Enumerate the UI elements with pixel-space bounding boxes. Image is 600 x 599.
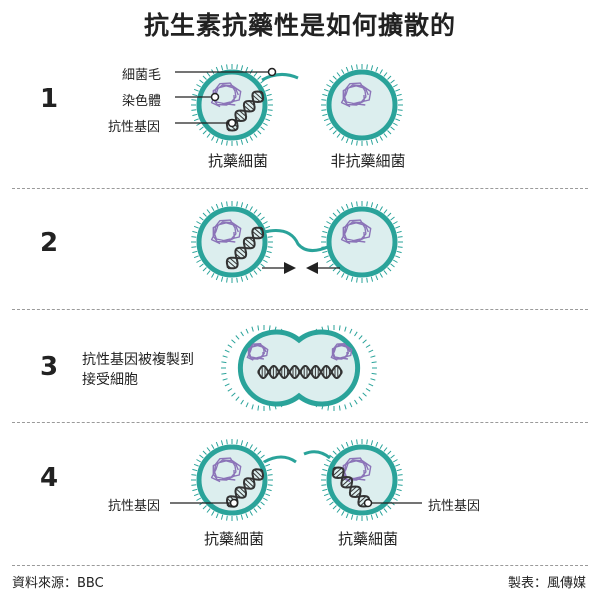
source-credit: 資料來源：BBC xyxy=(12,576,104,591)
pilus-right-step4 xyxy=(303,450,331,460)
pilus-step1 xyxy=(261,73,299,82)
chromosome xyxy=(210,219,242,245)
step-number-1: 1 xyxy=(40,84,59,114)
label-pilus: 細菌毛 xyxy=(122,68,162,83)
label-resistance-gene: 抗性基因 xyxy=(108,120,161,135)
label-resistance-gene-left: 抗性基因 xyxy=(108,499,161,514)
page-title: 抗生素抗藥性是如何擴散的 xyxy=(143,11,456,40)
divider-3 xyxy=(12,422,588,423)
dna-rungs xyxy=(226,227,264,269)
pilus-left-step4 xyxy=(263,455,297,464)
arrow-head-left xyxy=(306,262,318,274)
caption-nonresistant-bacterium: 非抗藥細菌 xyxy=(330,152,406,170)
label-resistance-gene-right: 抗性基因 xyxy=(428,499,481,514)
dna-rungs xyxy=(258,366,300,378)
caption-resistant-bacterium-right: 抗藥細菌 xyxy=(337,530,398,548)
caption-resistant-bacterium: 抗藥細菌 xyxy=(207,152,268,170)
divider-4 xyxy=(12,565,588,566)
leader-dot-pilus xyxy=(267,67,277,77)
chromosome xyxy=(330,343,353,361)
step3-description: 抗性基因被複製到 接受細胞 xyxy=(82,350,194,390)
cell-recipient-step4 xyxy=(321,439,403,521)
cell-resistant-step1 xyxy=(191,64,273,146)
cells-conjugating-step3 xyxy=(221,325,377,411)
pilus-bridge-step2 xyxy=(263,229,331,252)
cell-nonresistant-step1 xyxy=(321,64,403,146)
chromosome xyxy=(340,82,372,108)
cell-donor-step4 xyxy=(191,439,273,521)
leader-dot-gene-left-step4 xyxy=(229,498,239,508)
merged-cell-wall xyxy=(237,329,361,407)
step-number-4: 4 xyxy=(40,463,59,493)
cell-spikes xyxy=(321,64,403,146)
leader-dot-gene-right-step4 xyxy=(363,498,373,508)
cell-spikes xyxy=(191,201,273,283)
leader-dot-gene xyxy=(227,118,237,128)
step3-line-1: 抗性基因被複製到 xyxy=(82,352,194,368)
step3-line-2: 接受細胞 xyxy=(82,372,138,388)
leader-dot-chromosome xyxy=(210,92,220,102)
chromosome xyxy=(340,219,372,245)
dna-rungs xyxy=(300,366,342,378)
cell-donor-step2 xyxy=(191,201,273,283)
chromosome xyxy=(246,343,269,361)
cell-spikes xyxy=(191,439,273,521)
chromosome xyxy=(210,457,242,483)
divider-1 xyxy=(12,188,588,189)
divider-2 xyxy=(12,309,588,310)
step-number-2: 2 xyxy=(40,228,59,258)
cell-spikes xyxy=(321,201,403,283)
cell-recipient-step2 xyxy=(321,201,403,283)
arrow-head-right xyxy=(284,262,296,274)
step-number-3: 3 xyxy=(40,352,59,382)
label-chromosome: 染色體 xyxy=(122,94,162,109)
caption-resistant-bacterium-left: 抗藥細菌 xyxy=(203,530,264,548)
author-credit: 製表：風傳媒 xyxy=(507,576,586,591)
